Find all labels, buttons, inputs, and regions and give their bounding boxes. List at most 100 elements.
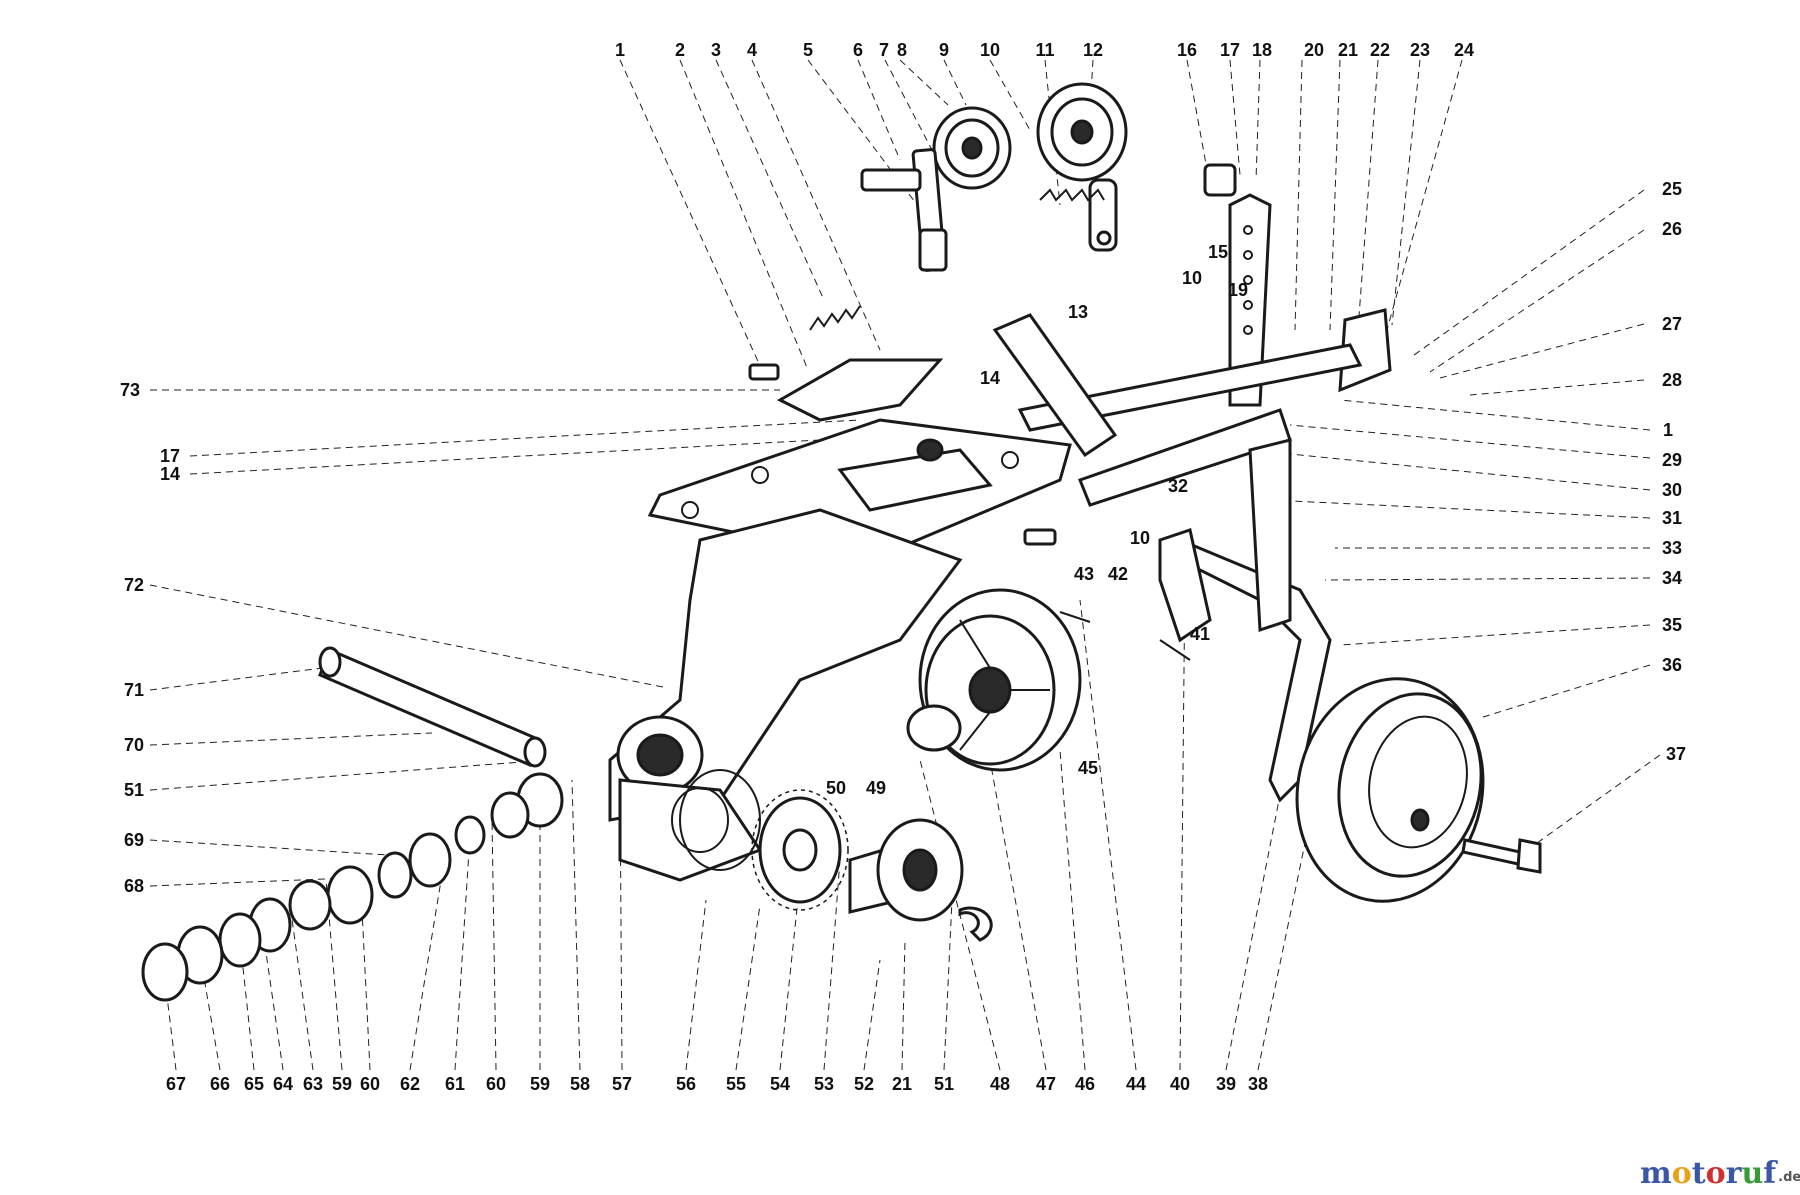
callout-21-bottom: 21 xyxy=(892,1074,912,1094)
callout-15: 15 xyxy=(1208,242,1228,262)
flange-shaft-53 xyxy=(848,818,964,922)
lever-bracket-35 xyxy=(1178,537,1332,803)
leader-lines xyxy=(149,59,1661,1071)
clip-51 xyxy=(958,906,993,942)
callout-60-b: 60 xyxy=(486,1074,506,1094)
callout-69: 69 xyxy=(124,830,144,850)
brace-13 xyxy=(992,313,1118,458)
watermark-letter: m xyxy=(1640,1156,1672,1191)
main-housing-72 xyxy=(608,508,963,882)
watermark-letter: r xyxy=(1726,1156,1743,1191)
callout-47: 47 xyxy=(1036,1074,1056,1094)
callout-48: 48 xyxy=(990,1074,1010,1094)
callout-51-left: 51 xyxy=(124,780,144,800)
callout-39: 39 xyxy=(1216,1074,1236,1094)
callout-10-inner-b: 10 xyxy=(1130,528,1150,548)
callout-8: 8 xyxy=(897,40,907,60)
watermark-letter: f xyxy=(1763,1156,1778,1191)
callout-52: 52 xyxy=(854,1074,874,1094)
callout-23: 23 xyxy=(1410,40,1430,60)
callout-1-right: 1 xyxy=(1663,420,1673,440)
callout-64: 64 xyxy=(273,1074,293,1094)
callout-73: 73 xyxy=(120,380,140,400)
callout-20: 20 xyxy=(1304,40,1324,60)
watermark-text: motoruf.de xyxy=(1640,1156,1800,1191)
callout-68: 68 xyxy=(124,876,144,896)
callout-21: 21 xyxy=(1338,40,1358,60)
watermark-letter: o xyxy=(1706,1156,1726,1191)
callout-34: 34 xyxy=(1662,568,1682,588)
callout-10-inner-a: 10 xyxy=(1182,268,1202,288)
gasket-56 xyxy=(679,769,761,871)
bolt-42 xyxy=(1023,528,1057,546)
wheel-36 xyxy=(1295,677,1485,903)
callout-32: 32 xyxy=(1168,476,1188,496)
callout-65: 65 xyxy=(244,1074,264,1094)
spring-3 xyxy=(809,305,861,331)
axle-tube-71 xyxy=(318,646,547,768)
motoruf-watermark: motoruf.de xyxy=(1640,1156,1800,1191)
callout-33: 33 xyxy=(1662,538,1682,558)
callout-24: 24 xyxy=(1454,40,1474,60)
hub-48 xyxy=(906,704,962,752)
callout-63: 63 xyxy=(303,1074,323,1094)
idler-pulley-9 xyxy=(860,106,1012,272)
callout-58: 58 xyxy=(570,1074,590,1094)
callout-70: 70 xyxy=(124,735,144,755)
callout-43: 43 xyxy=(1074,564,1094,584)
callout-66: 66 xyxy=(210,1074,230,1094)
callout-54: 54 xyxy=(770,1074,790,1094)
callout-56: 56 xyxy=(676,1074,696,1094)
watermark-letter: u xyxy=(1741,1156,1763,1191)
axle-bolt-37 xyxy=(1461,838,1542,874)
callout-12: 12 xyxy=(1083,40,1103,60)
callout-41: 41 xyxy=(1190,624,1210,644)
callout-17-left: 17 xyxy=(160,446,180,466)
callout-19: 19 xyxy=(1228,280,1248,300)
watermark-letter: t xyxy=(1692,1156,1706,1191)
bracket-plate-73 xyxy=(776,358,944,422)
callout-29: 29 xyxy=(1662,450,1682,470)
callout-50: 50 xyxy=(826,778,846,798)
callout-67: 67 xyxy=(166,1074,186,1094)
gear-shaft-parts xyxy=(141,772,564,1002)
callout-36: 36 xyxy=(1662,655,1682,675)
watermark-brand: motoruf xyxy=(1640,1156,1778,1191)
callout-26: 26 xyxy=(1662,219,1682,239)
callout-49: 49 xyxy=(866,778,886,798)
idler-pulley-12 xyxy=(1036,82,1128,252)
callout-9: 9 xyxy=(939,40,949,60)
callout-17: 17 xyxy=(1220,40,1240,60)
callout-22: 22 xyxy=(1370,40,1390,60)
pin-44 xyxy=(1059,611,1091,623)
callout-31: 31 xyxy=(1662,508,1682,528)
callout-2: 2 xyxy=(675,40,685,60)
callout-4: 4 xyxy=(747,40,757,60)
callout-35: 35 xyxy=(1662,615,1682,635)
frame-rail-upper xyxy=(1017,343,1363,432)
callout-62: 62 xyxy=(400,1074,420,1094)
callout-14-left: 14 xyxy=(160,464,180,484)
callout-55: 55 xyxy=(726,1074,746,1094)
callout-37: 37 xyxy=(1666,744,1686,764)
callout-1: 1 xyxy=(615,40,625,60)
callout-45: 45 xyxy=(1078,758,1098,778)
parts-artwork xyxy=(141,82,1542,1002)
callout-38: 38 xyxy=(1248,1074,1268,1094)
bracket-40 xyxy=(1158,528,1212,643)
callout-13: 13 xyxy=(1068,302,1088,322)
callout-46: 46 xyxy=(1075,1074,1095,1094)
callout-5: 5 xyxy=(803,40,813,60)
callout-3: 3 xyxy=(711,40,721,60)
callout-10: 10 xyxy=(980,40,1000,60)
callout-57: 57 xyxy=(612,1074,632,1094)
callout-71: 71 xyxy=(124,680,144,700)
callout-14-inner: 14 xyxy=(980,368,1000,388)
callout-18: 18 xyxy=(1252,40,1272,60)
callout-59-a: 59 xyxy=(332,1074,352,1094)
callout-28: 28 xyxy=(1662,370,1682,390)
callout-44: 44 xyxy=(1126,1074,1146,1094)
callout-6: 6 xyxy=(853,40,863,60)
callout-59-b: 59 xyxy=(530,1074,550,1094)
callout-51-bottom: 51 xyxy=(934,1074,954,1094)
